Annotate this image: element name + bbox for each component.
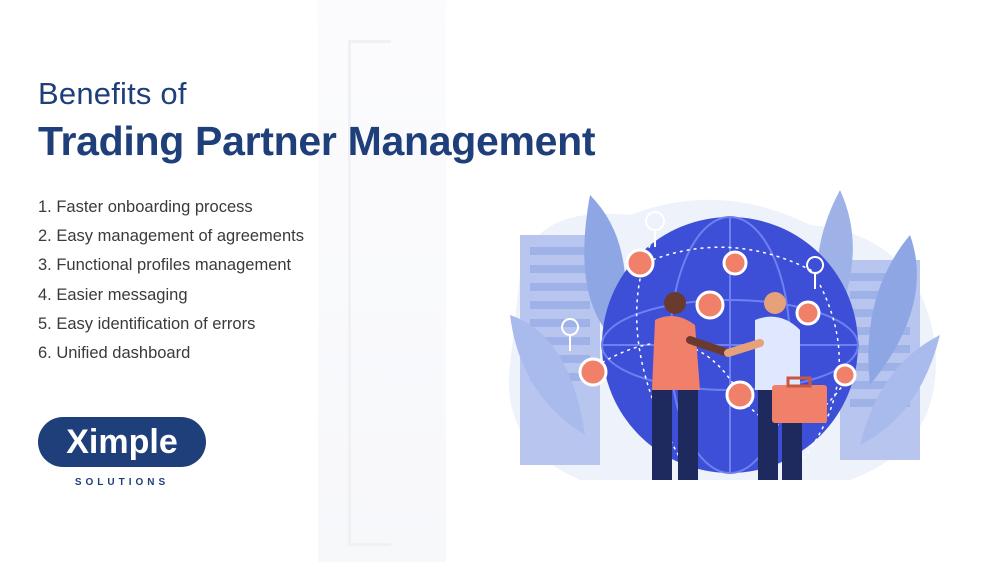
ximple-logo: Ximple SOLUTIONS	[38, 417, 206, 488]
logo-tagline: SOLUTIONS	[75, 477, 169, 488]
benefit-item: 2. Easy management of agreements	[38, 227, 304, 246]
heading-title: Trading Partner Management	[38, 118, 596, 164]
leaf-shape	[860, 335, 940, 445]
background-ghost-panel	[318, 0, 446, 562]
leaf-shape	[510, 315, 585, 435]
logo-brand-text: Ximple	[66, 423, 177, 461]
benefits-list: 1. Faster onboarding process 2. Easy man…	[38, 196, 304, 371]
user-pin-icon	[578, 248, 857, 410]
location-pin-icon	[561, 211, 824, 352]
benefit-item: 5. Easy identification of errors	[38, 314, 256, 333]
benefit-item: 3. Functional profiles management	[38, 256, 292, 275]
leaf-shape	[868, 235, 917, 385]
background-ghost-bracket	[348, 40, 391, 546]
benefit-item: 4. Easier messaging	[38, 285, 188, 304]
partnership-illustration	[508, 190, 940, 480]
briefcase-icon	[772, 376, 827, 423]
benefit-item: 1. Faster onboarding process	[38, 198, 253, 216]
logo-pill	[38, 417, 206, 467]
benefit-item: 6. Unified dashboard	[38, 343, 191, 362]
heading-subtitle: Benefits of	[38, 76, 187, 111]
